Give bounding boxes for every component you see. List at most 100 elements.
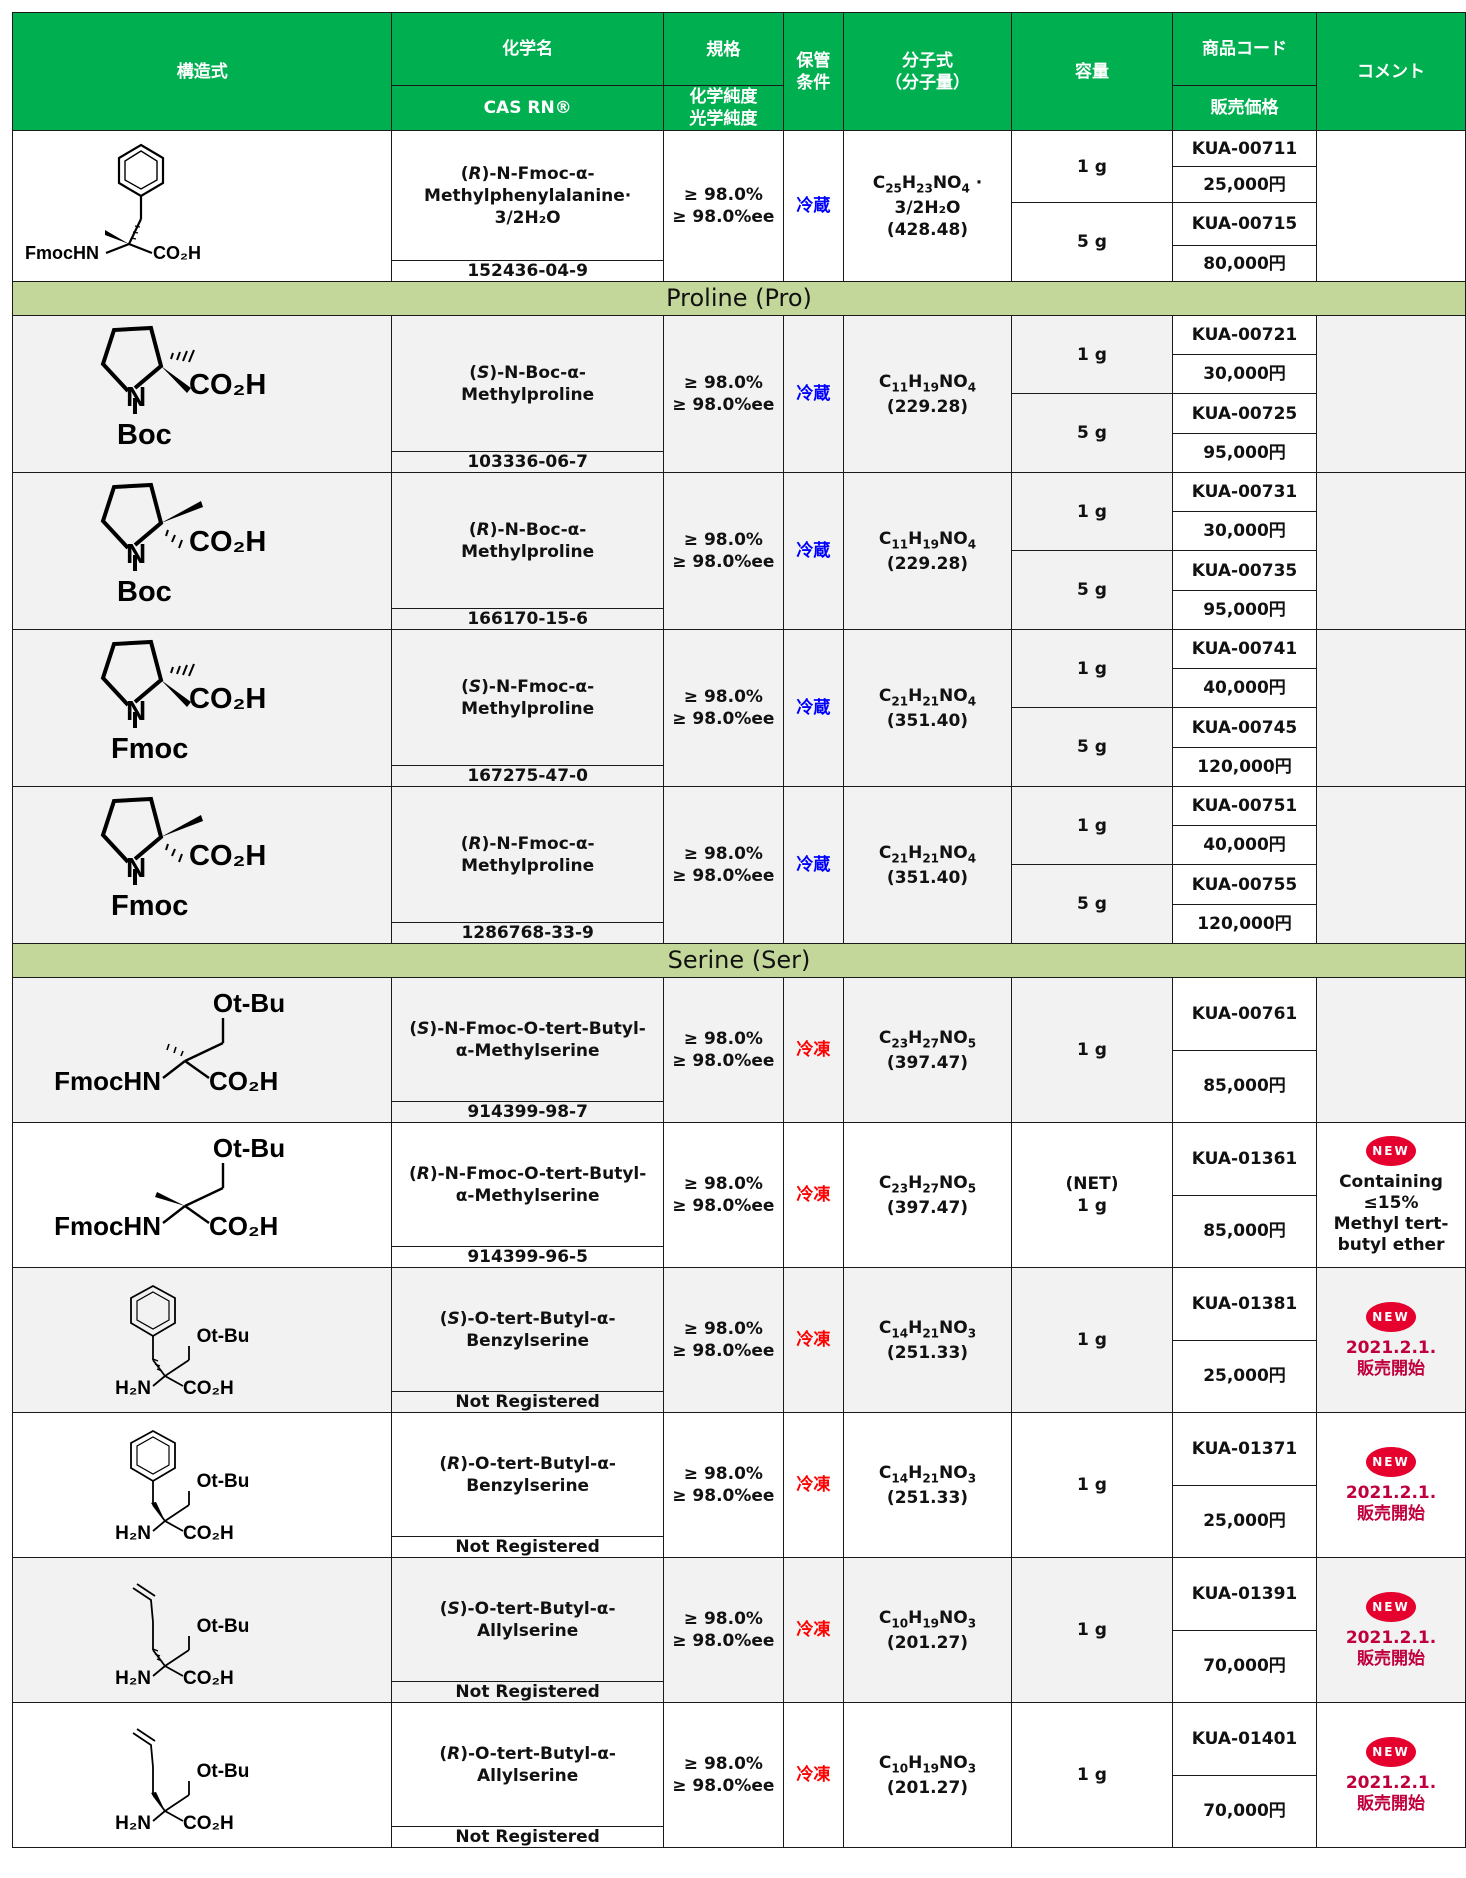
svg-text:CO₂H: CO₂H [209,1211,278,1241]
new-badge-icon: NEW [1366,1301,1417,1332]
formula-cell: C11H19NO4(229.28) [842,472,1013,631]
price-cell: 30,000円 [1171,511,1318,552]
header-spec: 規格 [662,12,784,86]
header-comment: コメント [1316,11,1466,132]
storage-cell: 冷凍 [782,1412,844,1559]
storage-cell: 冷凍 [782,1267,844,1414]
amount-cell: (NET)1 g [1011,1122,1173,1269]
amount-cell: 1 g [1011,1267,1173,1414]
svg-text:Ot-Bu: Ot-Bu [213,988,285,1018]
price-cell: 95,000円 [1171,433,1318,474]
section-title-serine: Serine (Ser) [12,943,1466,979]
product-code[interactable]: KUA-01361 [1171,1122,1318,1196]
svg-text:FmocHN: FmocHN [54,1066,161,1096]
svg-text:CO₂H: CO₂H [183,1523,234,1544]
storage-cell: 冷蔵 [782,786,844,945]
price-cell: 95,000円 [1171,590,1318,631]
section-title-proline: Proline (Pro) [12,281,1466,317]
amount-cell: 1 g [1011,629,1173,709]
product-code[interactable]: KUA-01391 [1171,1557,1318,1631]
formula-cell: C10H19NO3(201.27) [842,1557,1013,1704]
product-code[interactable]: KUA-00731 [1171,472,1318,513]
price-cell: 30,000円 [1171,354,1318,395]
storage-cell: 冷蔵 [782,315,844,474]
comment-cell [1316,130,1466,283]
svg-text:Ot-Bu: Ot-Bu [197,1616,250,1637]
comment-cell [1316,629,1466,788]
svg-text:CO₂H: CO₂H [209,1066,278,1096]
product-code[interactable]: KUA-00711 [1171,130,1318,168]
svg-text:H₂N: H₂N [115,1668,151,1689]
storage-cell: 冷凍 [782,1702,844,1849]
cas-number: 1286768-33-9 [392,922,663,943]
header-cas: CAS RN® [391,84,664,132]
product-code[interactable]: KUA-01371 [1171,1412,1318,1486]
price-cell: 85,000円 [1171,1194,1318,1269]
formula-cell: C21H21NO4(351.40) [842,786,1013,945]
product-code[interactable]: KUA-00761 [1171,977,1318,1051]
spec-cell: ≥ 98.0%≥ 98.0%ee [662,472,784,631]
svg-text:N: N [126,695,146,726]
product-code[interactable]: KUA-00725 [1171,393,1318,435]
amount-cell: 1 g [1011,977,1173,1124]
product-code[interactable]: KUA-00755 [1171,864,1318,906]
cas-number: Not Registered [392,1536,663,1557]
product-code[interactable]: KUA-00741 [1171,629,1318,670]
svg-text:CO₂H: CO₂H [183,1813,234,1834]
header-storage: 保管条件 [782,11,844,132]
formula-cell: C23H27NO5(397.47) [842,977,1013,1124]
formula-cell: C14H21NO3(251.33) [842,1412,1013,1559]
formula-cell: C21H21NO4(351.40) [842,629,1013,788]
new-badge-icon: NEW [1366,1135,1417,1166]
product-code[interactable]: KUA-00735 [1171,550,1318,592]
product-code[interactable]: KUA-01401 [1171,1702,1318,1776]
chem-name-cell: (R)-N-Fmoc-α-Methylphenylalanine·3/2H₂O … [391,130,664,283]
amount-cell: 1 g [1011,786,1173,866]
svg-text:CO₂H: CO₂H [189,683,266,715]
svg-text:Ot-Bu: Ot-Bu [197,1326,250,1347]
svg-text:Ot-Bu: Ot-Bu [197,1761,250,1782]
price-cell: 120,000円 [1171,904,1318,945]
amount-cell: 1 g [1011,1557,1173,1704]
price-cell: 70,000円 [1171,1629,1318,1704]
storage-cell: 冷凍 [782,1122,844,1269]
cas-number: Not Registered [392,1826,663,1847]
spec-cell: ≥ 98.0%≥ 98.0%ee [662,1267,784,1414]
product-code[interactable]: KUA-00721 [1171,315,1318,356]
price-cell: 40,000円 [1171,668,1318,709]
product-code[interactable]: KUA-00745 [1171,707,1318,749]
svg-text:CO₂H: CO₂H [189,526,266,558]
svg-text:H₂N: H₂N [115,1378,151,1399]
product-code[interactable]: KUA-00715 [1171,202,1318,247]
spec-cell: ≥ 98.0%≥ 98.0%ee [662,315,784,474]
comment-cell [1316,786,1466,945]
comment-cell [1316,977,1466,1124]
svg-text:N: N [126,538,146,569]
product-code[interactable]: KUA-01381 [1171,1267,1318,1341]
new-badge-icon: NEW [1366,1591,1417,1622]
price-cell: 70,000円 [1171,1774,1318,1849]
product-code[interactable]: KUA-00751 [1171,786,1318,827]
amount-cell: 5 g [1011,864,1173,945]
amount-cell: 1 g [1011,315,1173,395]
storage-cell: 冷蔵 [782,629,844,788]
spec-cell: ≥ 98.0%≥ 98.0%ee [662,1412,784,1559]
amount-cell: 1 g [1011,1412,1173,1559]
header-structure: 構造式 [11,11,393,132]
svg-text:Boc: Boc [117,576,172,608]
spec-cell: ≥ 98.0%≥ 98.0%ee [662,1557,784,1704]
price-cell: 85,000円 [1171,1049,1318,1124]
formula-cell: C25H23NO4 ·3/2H₂O(428.48) [842,130,1013,283]
